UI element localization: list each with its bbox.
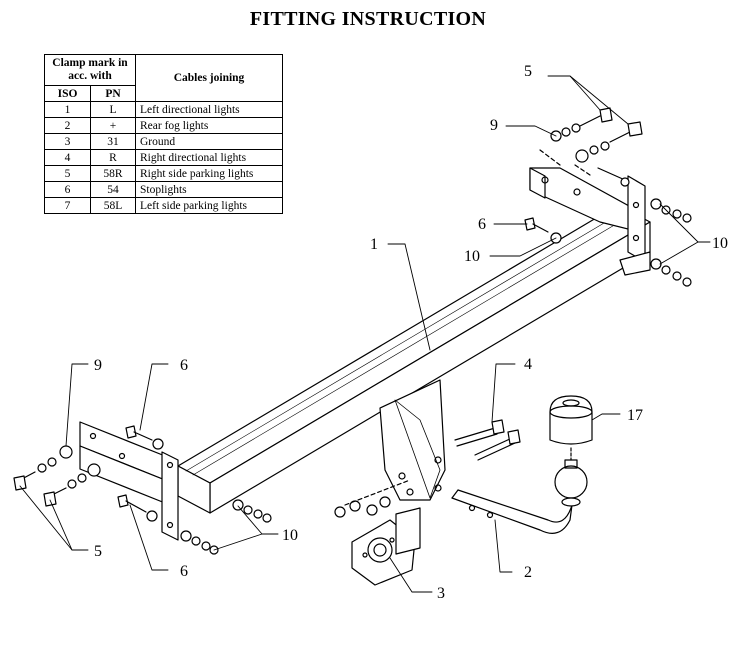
callout-6-bottom: 6 <box>180 563 188 580</box>
callout-leaders <box>19 75 711 593</box>
left-fasteners <box>13 425 272 555</box>
center-bolt-6-10 <box>524 217 562 244</box>
left-bracket <box>79 421 179 541</box>
callout-2: 2 <box>524 564 532 581</box>
callout-10-right: 10 <box>712 235 728 252</box>
callout-10-bottom: 10 <box>282 527 298 544</box>
callout-17: 17 <box>627 407 643 424</box>
table-row: 2 + Rear fog lights <box>43 117 283 134</box>
callout-4: 4 <box>524 356 532 373</box>
tow-ball-neck <box>451 489 573 534</box>
callout-1: 1 <box>370 236 378 253</box>
page-title: FITTING INSTRUCTION <box>249 8 487 30</box>
callout-3: 3 <box>437 585 445 602</box>
callout-10-top: 10 <box>464 248 480 265</box>
callout-5-top: 5 <box>524 63 532 80</box>
callout-9-left: 9 <box>94 357 102 374</box>
top-right-fasteners <box>539 107 643 176</box>
bolt-set-4 <box>454 419 521 461</box>
table-row: 7 58L Left side parking lights <box>43 197 283 214</box>
table-row: 3 31 Ground <box>43 133 283 150</box>
table-row: 4 R Right directional lights <box>43 149 283 166</box>
right-side-bolts <box>597 167 692 287</box>
electrical-socket <box>351 507 421 586</box>
cable-joining-table: Clamp mark in acc. with Cables joining I… <box>43 54 283 214</box>
center-mounting-plate <box>379 379 446 501</box>
ball-cover-cap <box>549 395 593 461</box>
callout-6-top: 6 <box>478 216 486 233</box>
callout-9-top: 9 <box>490 117 498 134</box>
clamp-mark-header: Clamp mark in acc. with <box>44 54 136 86</box>
callout-6-mid: 6 <box>180 357 188 374</box>
callout-5-bottom: 5 <box>94 543 102 560</box>
iso-cell: 7 <box>43 197 92 214</box>
pn-header: PN <box>90 85 136 102</box>
tow-ball <box>554 459 588 507</box>
right-bracket <box>529 167 651 276</box>
cable-cell: Left side parking lights <box>135 197 283 214</box>
socket-fasteners <box>334 479 411 518</box>
cable-cell: Right side parking lights <box>135 165 283 182</box>
table-row: 5 58R Right side parking lights <box>43 165 283 182</box>
crossbar-beam <box>177 204 651 514</box>
pn-cell: 58R <box>90 165 136 182</box>
